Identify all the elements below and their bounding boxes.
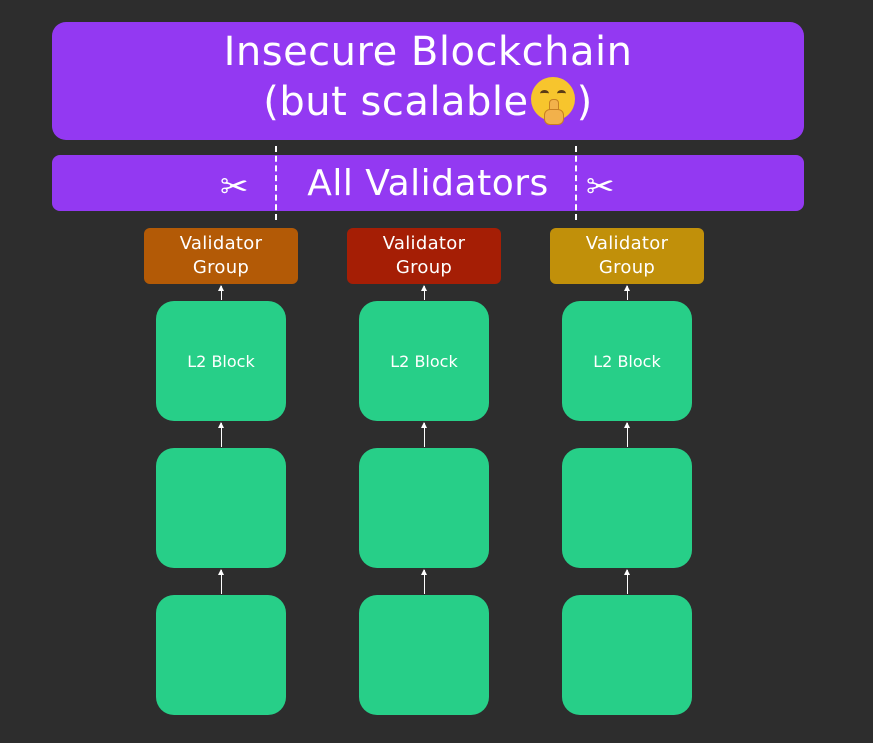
- chain-block: [156, 595, 286, 715]
- chain-block: [562, 448, 692, 568]
- title-line-2-text: (but scalable: [263, 79, 529, 125]
- block-label: L2 Block: [593, 351, 661, 371]
- diagram-title: Insecure Blockchain (but scalable): [224, 27, 633, 127]
- l2-block: L2 Block: [156, 301, 286, 421]
- all-validators-banner: All Validators: [52, 155, 804, 211]
- chain-block: [156, 448, 286, 568]
- block-label: L2 Block: [187, 351, 255, 371]
- chain-block: [562, 595, 692, 715]
- arrow-up: [421, 569, 427, 594]
- scissors-icon: ✂: [220, 167, 249, 207]
- cut-line-right: [575, 146, 577, 220]
- chain-block: [359, 448, 489, 568]
- title-line-2: (but scalable): [224, 77, 633, 127]
- arrow-up: [624, 422, 630, 447]
- l2-block: L2 Block: [359, 301, 489, 421]
- title-line-1: Insecure Blockchain: [223, 29, 633, 75]
- shushing-face-icon: [530, 77, 575, 125]
- arrow-up: [421, 422, 427, 447]
- cut-line-left: [275, 146, 277, 220]
- arrow-up: [218, 422, 224, 447]
- arrow-up: [624, 285, 630, 300]
- arrow-up: [421, 285, 427, 300]
- title-banner: Insecure Blockchain (but scalable): [52, 22, 804, 140]
- chain-block: [359, 595, 489, 715]
- scissors-icon: ✂: [586, 167, 615, 207]
- arrow-up: [218, 569, 224, 594]
- block-label: L2 Block: [390, 351, 458, 371]
- title-line-2-close: ): [576, 79, 593, 125]
- l2-block: L2 Block: [562, 301, 692, 421]
- arrow-up: [624, 569, 630, 594]
- all-validators-label: All Validators: [307, 162, 549, 204]
- arrow-up: [218, 285, 224, 300]
